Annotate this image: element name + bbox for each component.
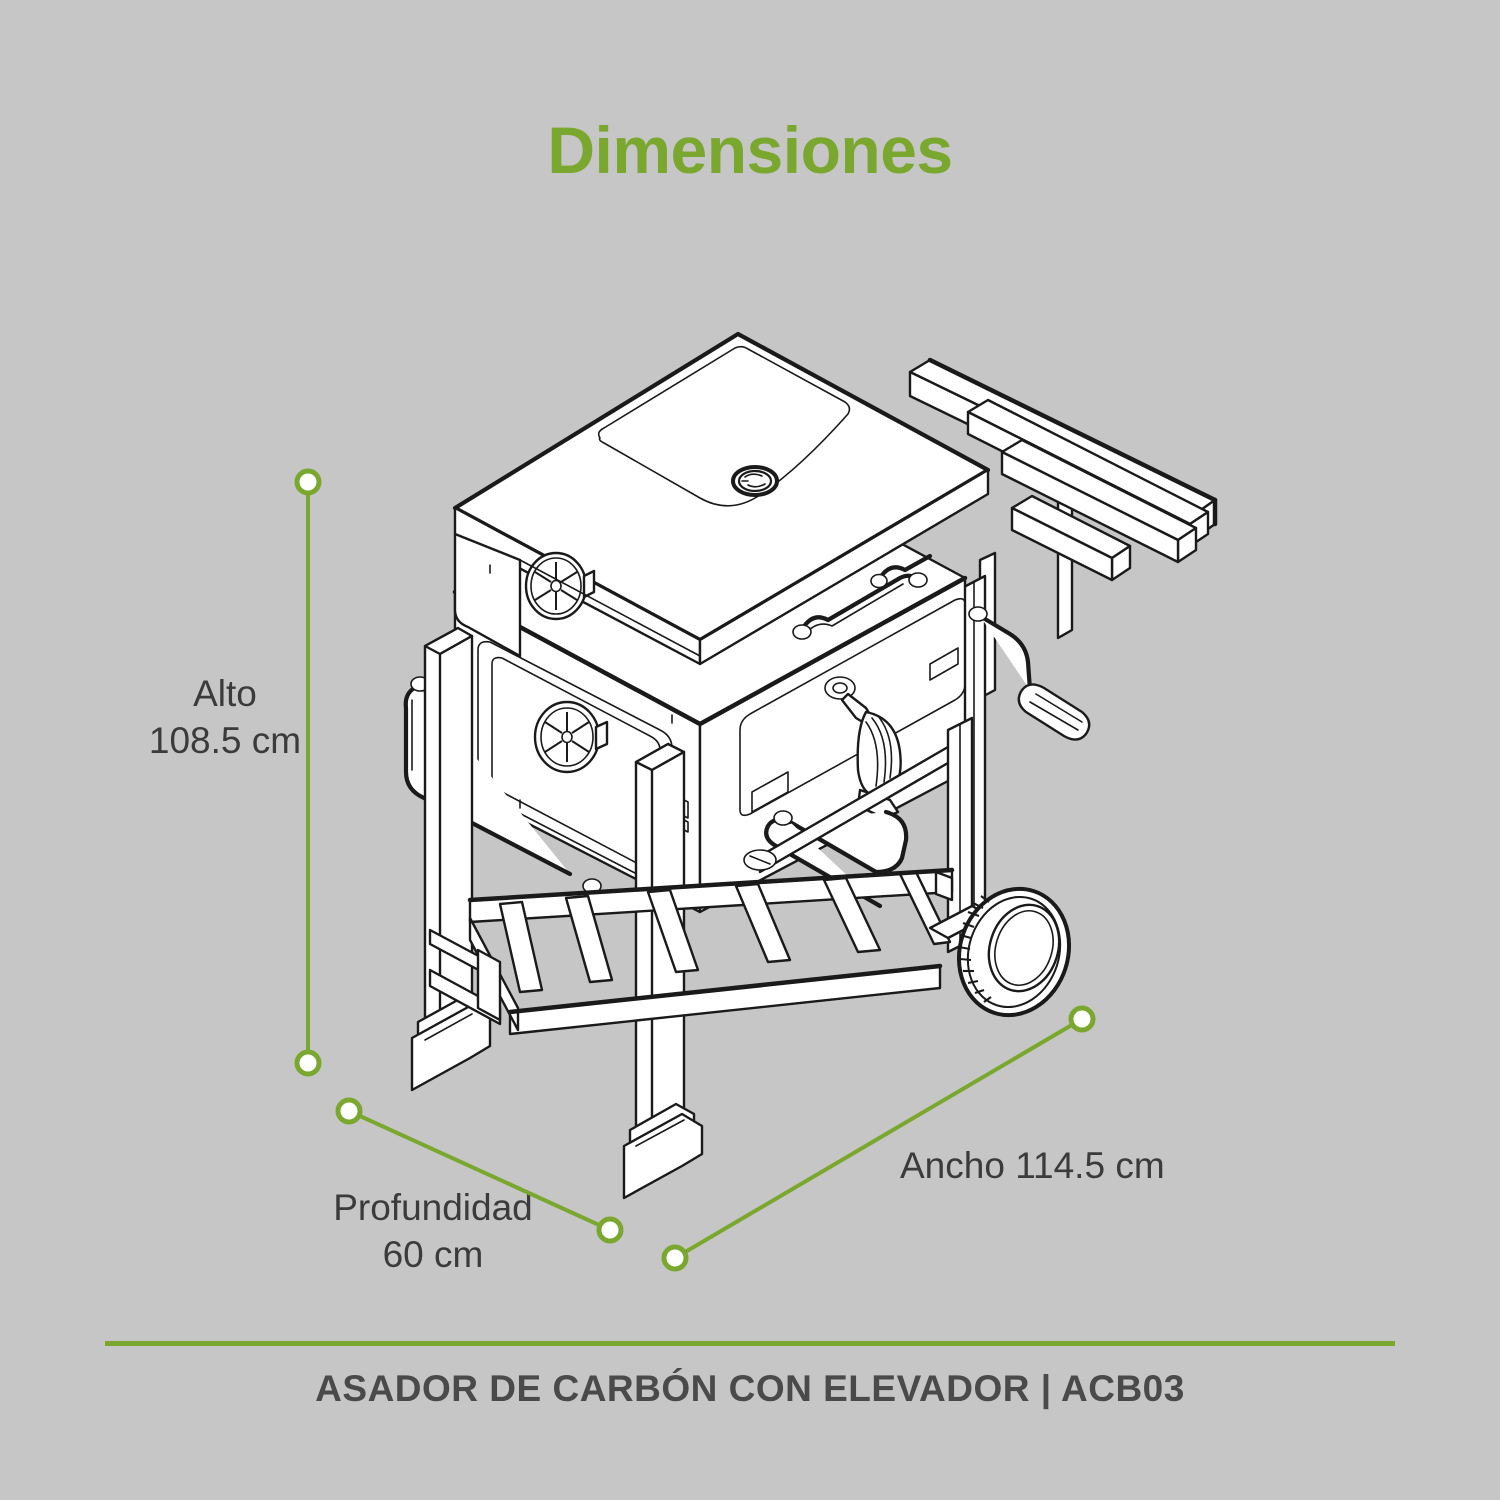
alto-dimension-label: Alto 108.5 cm xyxy=(148,673,302,762)
lid-rear-handle xyxy=(870,553,933,589)
footer-divider xyxy=(105,1341,1395,1346)
ancho-dimension-label: Ancho 114.5 cm xyxy=(900,1145,1165,1186)
profundidad-dimension-line xyxy=(348,1109,611,1232)
side-shelf xyxy=(908,357,1218,700)
alto-endpoint-bottom xyxy=(294,1049,322,1077)
lid-handle xyxy=(792,572,928,640)
page-title: Dimensiones xyxy=(547,113,953,187)
cart-wheel xyxy=(928,886,1072,1018)
profundidad-endpoint-start xyxy=(335,1097,363,1125)
ancho-endpoint-start xyxy=(661,1244,689,1272)
under-body-bracket xyxy=(743,849,777,871)
ancho-dimension-line xyxy=(673,1017,1084,1260)
lid-vent-icon xyxy=(731,465,779,497)
grill-lid xyxy=(452,331,991,666)
lid-damper-wheel xyxy=(524,551,596,621)
alto-endpoint-top xyxy=(294,468,322,496)
profundidad-dimension-label: Profundidad 60 cm xyxy=(333,1187,533,1276)
cart-legs xyxy=(410,626,974,1200)
profundidad-endpoint-end xyxy=(596,1216,624,1244)
door-damper-wheel xyxy=(533,700,609,774)
crank-handle-right xyxy=(968,606,1091,741)
ash-door-right xyxy=(739,597,966,909)
product-caption: ASADOR DE CARBÓN CON ELEVADOR | ACB03 xyxy=(315,1368,1185,1409)
ancho-endpoint-end xyxy=(1068,1005,1096,1033)
bottom-shelf xyxy=(428,867,955,1036)
